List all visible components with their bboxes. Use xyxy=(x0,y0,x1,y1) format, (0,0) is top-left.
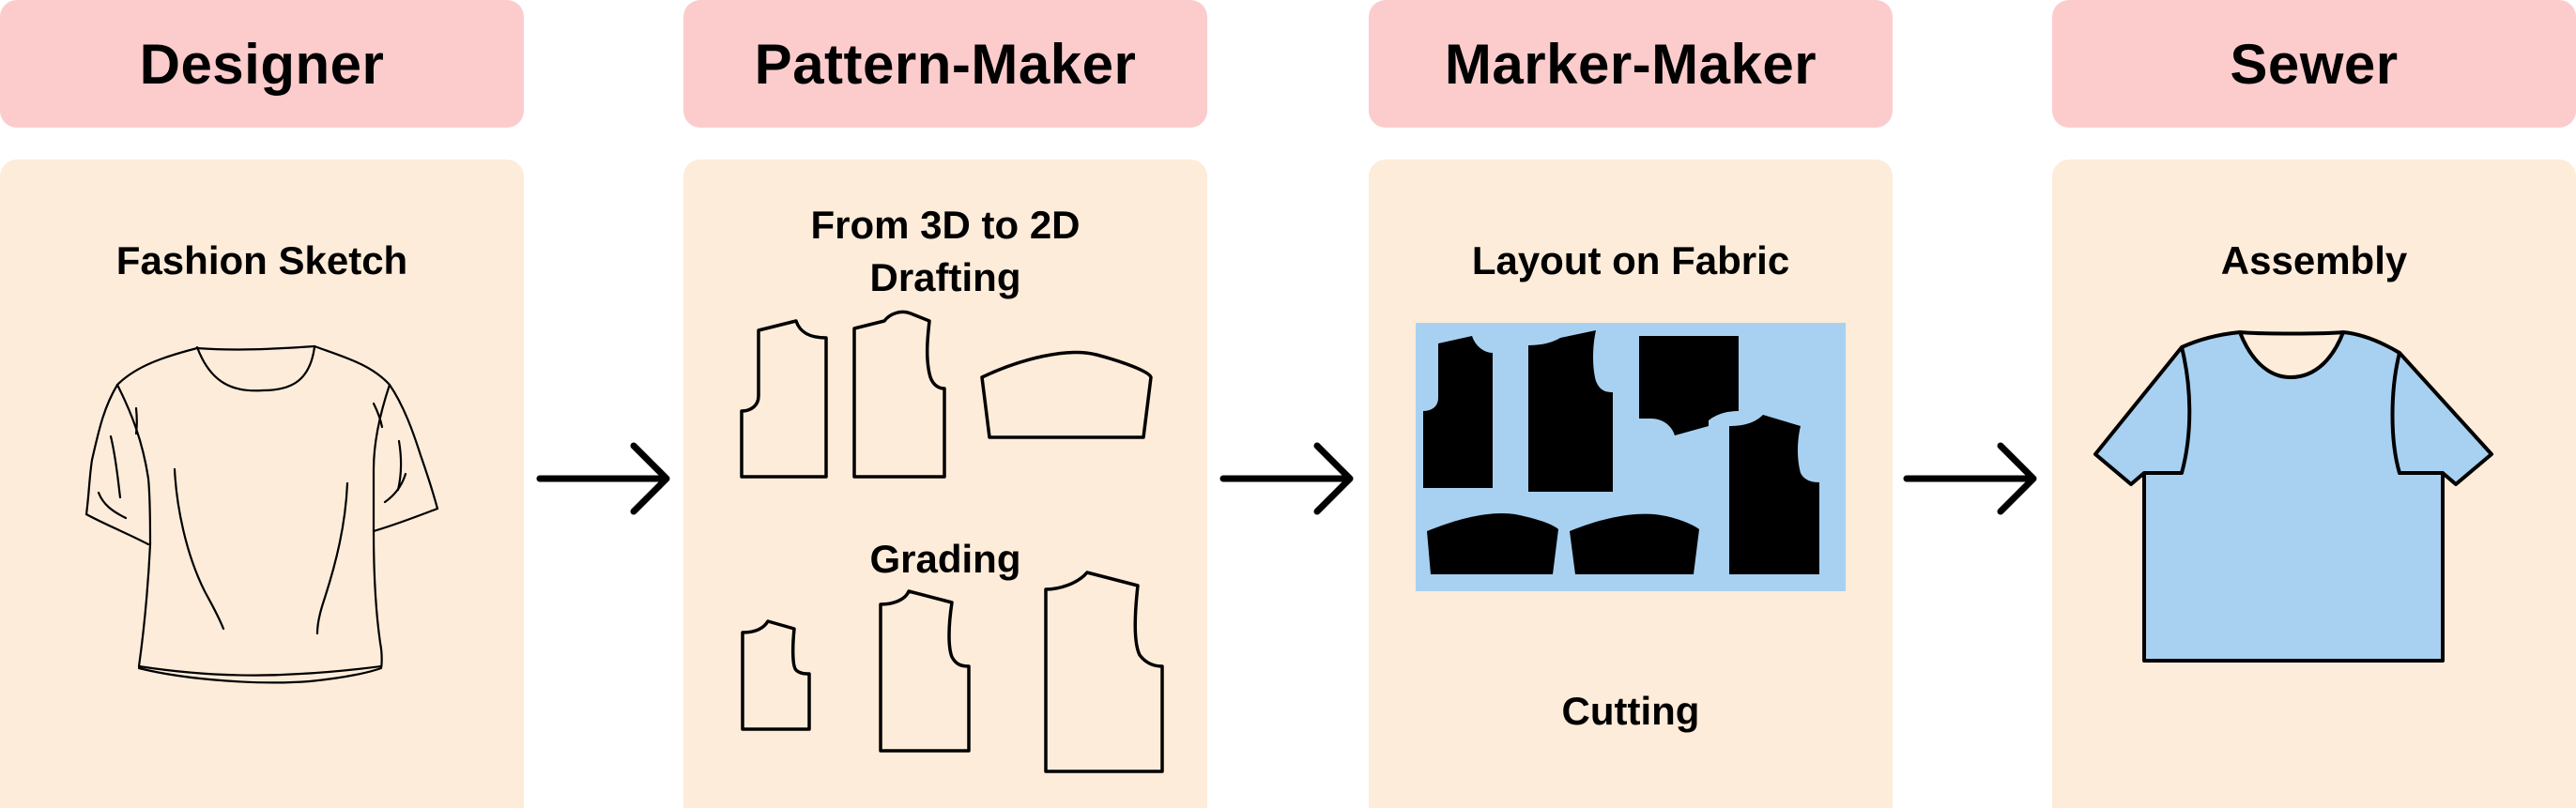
stage-header-sewer: Sewer xyxy=(2052,0,2576,128)
sketch-tshirt-drawing xyxy=(84,344,439,684)
fabric-marker-layout xyxy=(1416,323,1846,591)
cutting-label: Cutting xyxy=(1561,689,1700,733)
pattern-pieces-clean xyxy=(683,310,1207,773)
panel-marker-maker: Layout on Fabric Cutting xyxy=(1369,160,1893,808)
fashion-sketch-label: Fashion Sketch xyxy=(115,238,408,282)
assembled-tshirt-drawing xyxy=(2093,330,2493,663)
drafting-label-line1: From 3D to 2D xyxy=(810,203,1081,247)
panel-sewer: Assembly xyxy=(2052,160,2576,808)
stage-header-designer: Designer xyxy=(0,0,524,128)
panel-pattern-maker: From 3D to 2D Drafting Grading xyxy=(683,160,1207,808)
stage-header-pattern-maker: Pattern-Maker xyxy=(683,0,1207,128)
stage-header-marker-maker: Marker-Maker xyxy=(1369,0,1893,128)
arrow-right-icon xyxy=(1903,442,2037,515)
drafting-label-line2: Drafting xyxy=(869,255,1021,299)
arrow-right-icon xyxy=(536,442,670,515)
assembly-label: Assembly xyxy=(2220,238,2408,282)
panel-designer: Fashion Sketch xyxy=(0,160,524,808)
arrow-right-icon xyxy=(1219,442,1354,515)
grading-label: Grading xyxy=(869,537,1021,581)
layout-on-fabric-label: Layout on Fabric xyxy=(1471,238,1790,282)
